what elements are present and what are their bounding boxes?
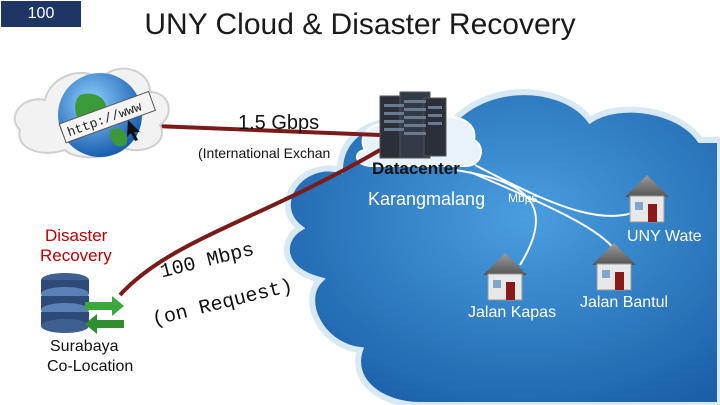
dr-site-line1: Surabaya [50, 338, 119, 355]
server-icon [379, 91, 447, 159]
datacenter-location-label: Karangmalang [368, 189, 486, 209]
house-icon-kapas [483, 253, 527, 301]
international-link [129, 123, 381, 137]
main-cloud [283, 89, 720, 405]
site-label-uny-wates: UNY Wate [627, 228, 702, 245]
datacenter-name-label: Datacenter [372, 159, 460, 178]
house-icon-wates [625, 175, 669, 223]
international-desc-label: (International Exchan [198, 145, 331, 161]
dr-link [118, 148, 382, 297]
dr-label-line1: Disaster [45, 226, 108, 245]
dr-label-line2: Recovery [40, 246, 112, 265]
international-speed-label: 1.5 Gbps [238, 112, 320, 134]
datacenter-bandwidth-unit: Mbps [508, 191, 538, 205]
database-icon [41, 273, 89, 333]
site-label-jalan-kapas: Jalan Kapas [468, 304, 557, 321]
dr-site-line2: Co-Location [47, 358, 134, 375]
datacenter-bandwidth-badge: 100 [0, 0, 82, 28]
link-bantul [469, 171, 616, 251]
page-title: UNY Cloud & Disaster Recovery [144, 8, 576, 41]
cursor-icon [127, 120, 140, 141]
sync-arrows-icon [85, 296, 124, 334]
internet-cloud: http://www [13, 67, 170, 159]
house-icon-bantul [592, 243, 636, 291]
site-label-jalan-bantul: Jalan Bantul [580, 294, 669, 311]
